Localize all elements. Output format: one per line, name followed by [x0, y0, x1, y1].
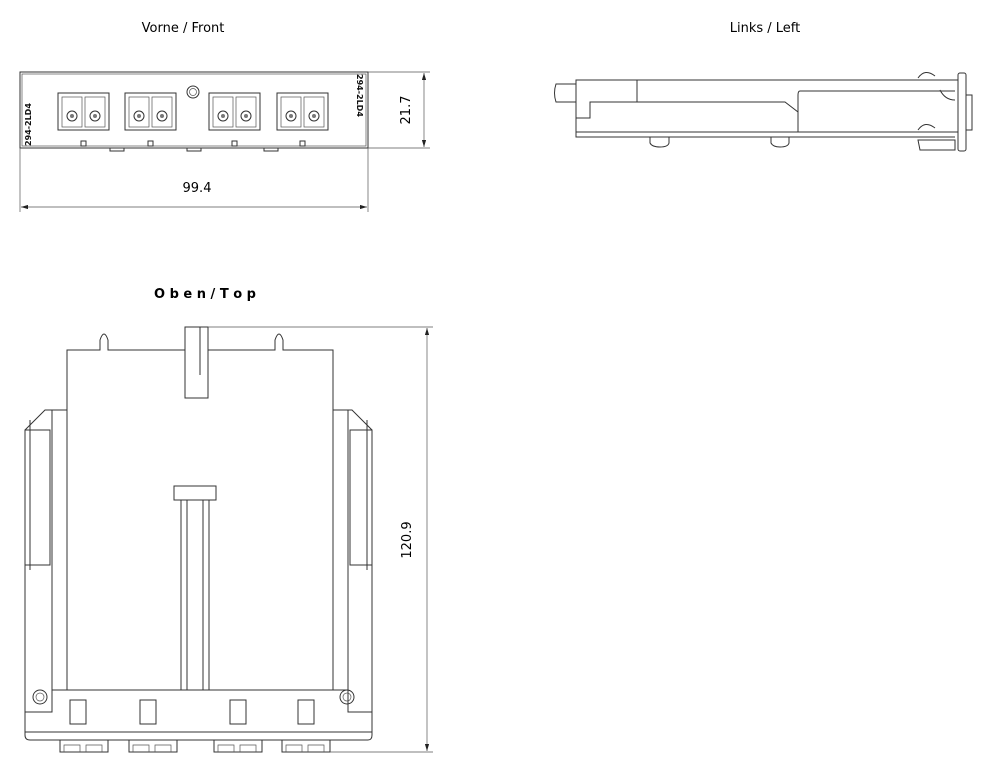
- screw-icon: [339, 689, 355, 705]
- port-stub: [128, 739, 178, 753]
- lc-duplex-connectors: [57, 92, 329, 147]
- left-view-title: Links / Left: [730, 21, 801, 36]
- port-stub: [213, 739, 263, 753]
- port-latch: [297, 699, 315, 725]
- part-label-left: 294-2LD4: [24, 103, 33, 146]
- length-dimension: 120.9: [400, 521, 415, 558]
- height-dimension: 21.7: [399, 96, 414, 125]
- lc-duplex-connector: [124, 92, 177, 147]
- screw-icon: [186, 85, 200, 99]
- port-stub: [281, 739, 331, 753]
- lc-duplex-connector: [276, 92, 329, 147]
- screw-icon: [32, 689, 48, 705]
- top-view-title: O b e n / T o p: [154, 287, 256, 302]
- port-latch: [69, 699, 87, 725]
- lc-duplex-connector: [208, 92, 261, 147]
- top-ports: [59, 699, 331, 753]
- top-view: O b e n / T o p 120.9: [24, 287, 433, 753]
- front-panel: [19, 71, 369, 149]
- front-view-title: Vorne / Front: [142, 21, 225, 36]
- part-label-right: 294-2LD4: [355, 74, 364, 117]
- width-dimension: 99.4: [183, 181, 212, 196]
- port-latch: [229, 699, 247, 725]
- front-view: Vorne / Front 294-2LD4 294-2LD4 21.7 99.…: [19, 21, 430, 212]
- port-latch: [139, 699, 157, 725]
- left-view: Links / Left: [554, 21, 973, 152]
- lc-duplex-connector: [57, 92, 110, 147]
- port-stub: [59, 739, 109, 753]
